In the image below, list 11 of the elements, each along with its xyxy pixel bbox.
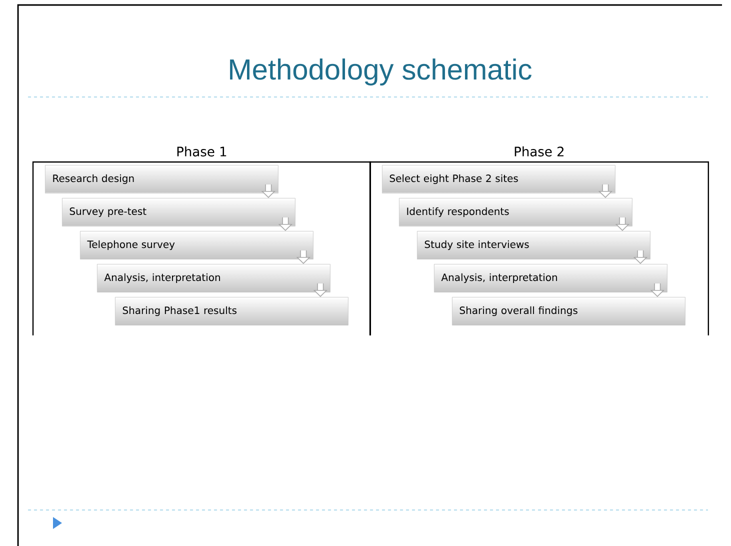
step-box: Analysis, interpretation: [434, 264, 668, 292]
step-box: Analysis, interpretation: [97, 264, 330, 292]
step-box: Research design: [45, 165, 278, 194]
step-box: Survey pre-test: [62, 198, 296, 226]
title: Methodology schematic: [230, 58, 532, 86]
step-box: Sharing overall findings: [452, 297, 686, 326]
step-box: Identify respondents: [399, 198, 632, 226]
step-box: Telephone survey: [80, 231, 314, 260]
step-box: Select eight Phase 2 sites: [382, 165, 616, 194]
step-box: Sharing Phase1 results: [115, 297, 348, 326]
step-box: Study site interviews: [417, 231, 650, 260]
